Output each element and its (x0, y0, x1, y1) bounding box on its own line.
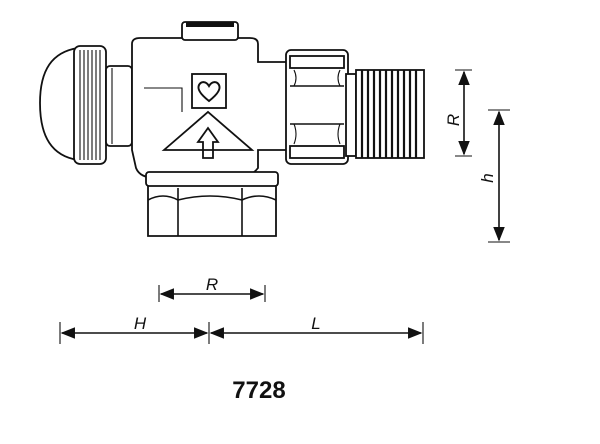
bottom-connection-nut (145, 171, 279, 237)
model-number: 7728 (232, 377, 285, 404)
threaded-tailpiece (355, 69, 425, 159)
arrow-up-icon (196, 126, 220, 159)
label-h-vertical: h (478, 173, 497, 182)
label-r-horizontal: R (206, 275, 218, 294)
dimension-l-horizontal: L (209, 314, 424, 344)
dimension-r-vertical: R (444, 69, 472, 157)
flow-symbol (191, 73, 227, 109)
dimension-r-horizontal: R (158, 275, 266, 302)
knurling (79, 50, 101, 160)
label-r-vertical: R (444, 114, 463, 126)
right-union-nut (285, 49, 357, 165)
label-l-horizontal: L (311, 314, 320, 333)
thermostatic-head (39, 45, 133, 165)
dimension-h-vertical: h (478, 109, 510, 243)
dimension-h-horizontal: H (59, 314, 210, 344)
thread-lines (360, 70, 418, 158)
label-h-horizontal: H (134, 314, 147, 333)
heart-icon (197, 81, 221, 103)
